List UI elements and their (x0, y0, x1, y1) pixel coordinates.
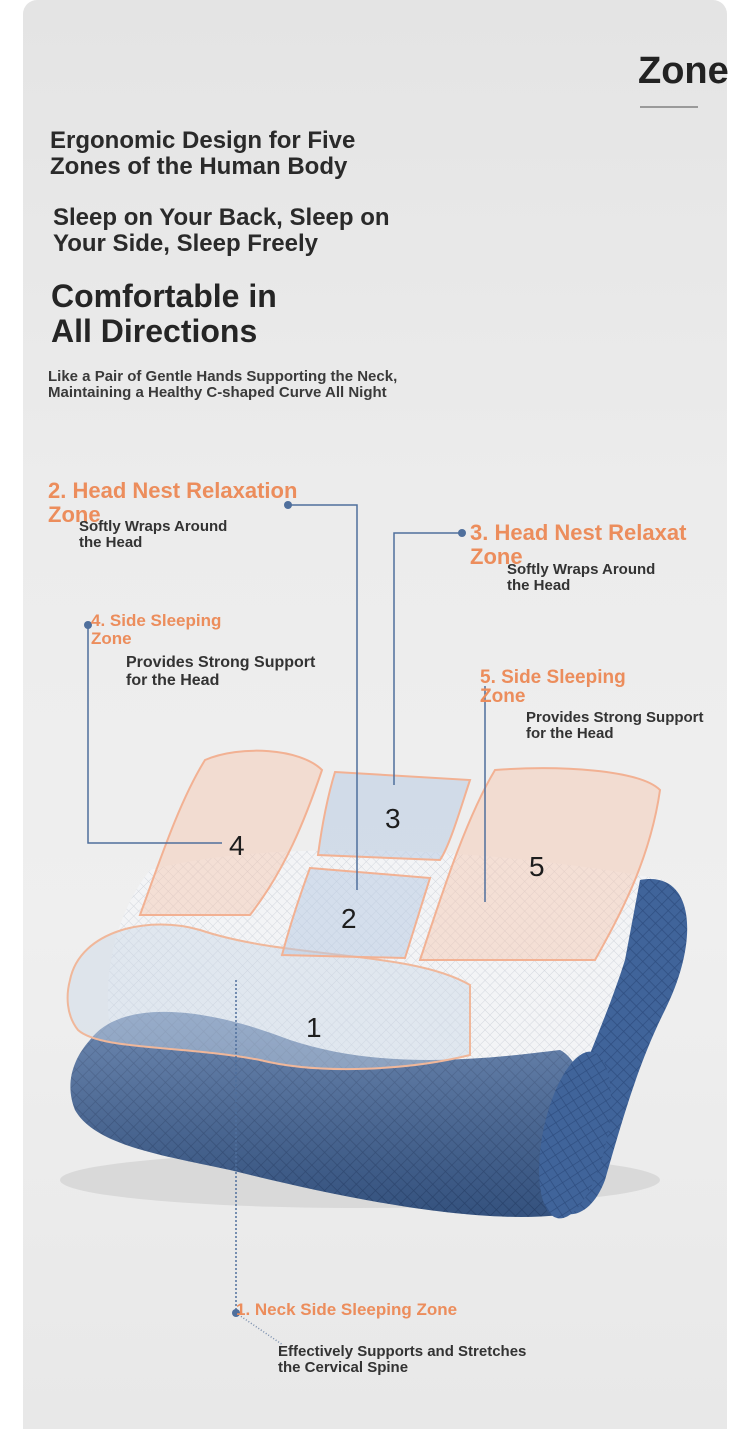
zone-1-number: 1 (306, 1012, 322, 1043)
zone-2-overlay (280, 866, 432, 960)
zone-1-description: Effectively Supports and Stretches the C… (278, 1343, 527, 1376)
leader-dots (84, 501, 466, 1317)
corner-mark (640, 106, 698, 108)
leader-lines (87, 504, 486, 1346)
zone-5-overlay (418, 767, 662, 961)
headline-ergonomic-design: Ergonomic Design for Five Zones of the H… (50, 127, 356, 180)
zone-3-title: 3. Head Nest Relaxat Zone (470, 520, 687, 569)
zone-3-number: 3 (385, 803, 401, 834)
corner-title: Zone (638, 50, 729, 92)
zone-5-number: 5 (529, 851, 545, 882)
zone-3-overlay (316, 770, 472, 862)
pillow-top-surface (107, 850, 673, 1080)
pillow-roll-end (539, 1051, 611, 1219)
zone-4-number: 4 (229, 830, 245, 861)
zone-4-description: Provides Strong Support for the Head (126, 654, 316, 689)
zone-2-description: Softly Wraps Around the Head (79, 518, 228, 551)
headline-comfortable: Comfortable in All Directions (51, 278, 277, 349)
zone-2-number: 2 (341, 903, 357, 934)
zone-1-overlay (66, 923, 471, 1071)
zone-5-description: Provides Strong Support for the Head (526, 709, 704, 742)
zone-4-title: 4. Side Sleeping Zone (91, 611, 222, 648)
zone-4-overlay (138, 749, 324, 916)
zone-2-title: 2. Head Nest Relaxation Zone (48, 478, 298, 527)
zone-3-description: Softly Wraps Around the Head (507, 561, 656, 594)
zone-1-title: 1. Neck Side Sleeping Zone (236, 1300, 458, 1319)
subtitle-text: Like a Pair of Gentle Hands Supporting t… (48, 368, 398, 401)
headline-sleep-positions: Sleep on Your Back, Sleep on Your Side, … (53, 204, 390, 257)
zone-5-title: 5. Side Sleeping Zone (480, 667, 626, 707)
